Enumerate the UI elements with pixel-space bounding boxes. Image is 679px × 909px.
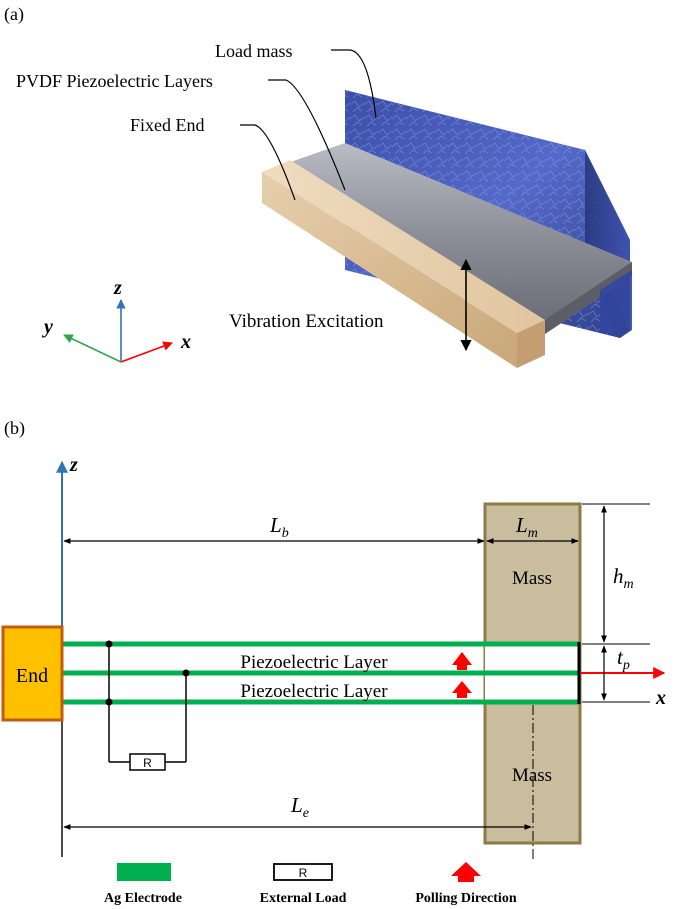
layer-top-label: Piezoelectric Layer — [240, 652, 388, 673]
dim-lb-label: Lb — [269, 513, 289, 541]
mass-bottom-label: Mass — [512, 765, 552, 786]
resistor — [129, 753, 166, 771]
pvdf-beam — [262, 143, 632, 320]
x-axis-label: x — [655, 687, 666, 709]
mass-top-label: Mass — [512, 568, 552, 589]
triad-z-label: z — [113, 277, 122, 299]
callout-line-fixed-end — [240, 124, 296, 201]
end-block — [1, 625, 64, 722]
dim-hm-label: hm — [613, 564, 634, 592]
triad-y-label: y — [42, 316, 53, 338]
panel-b-label: (b) — [4, 418, 25, 439]
legend-load-label: External Load — [260, 891, 347, 906]
legend-polling-swatch — [451, 862, 481, 882]
legend-electrode-label: Ag Electrode — [104, 891, 182, 906]
callout-pvdf-layers: PVDF Piezoelectric Layers — [16, 71, 213, 91]
polling-arrow-bottom — [452, 681, 472, 698]
panel-a-label: (a) — [4, 4, 24, 25]
triad-x-label: x — [180, 331, 191, 353]
axis-triad — [63, 299, 173, 363]
callout-vibration: Vibration Excitation — [229, 311, 384, 332]
fixed-end-block — [262, 160, 545, 333]
legend-load-symbol: R — [299, 866, 308, 880]
callout-line-load-mass — [331, 49, 377, 119]
dim-le-label: Le — [290, 793, 309, 821]
callout-load-mass: Load mass — [215, 41, 292, 61]
legend-load-swatch — [273, 863, 333, 881]
junction-dot — [105, 640, 113, 648]
polling-arrow-top — [452, 652, 472, 670]
legend: Ag Electrode R External Load Polling Dir… — [104, 862, 517, 906]
z-axis-label: z — [69, 454, 78, 476]
callout-line-pvdf — [268, 79, 346, 191]
end-block-label: End — [16, 665, 48, 687]
resistor-label: R — [143, 756, 152, 770]
dim-lm-label: Lm — [515, 513, 538, 541]
layer-bottom-label: Piezoelectric Layer — [240, 681, 388, 702]
callout-fixed-end: Fixed End — [130, 115, 205, 135]
junction-dot — [182, 669, 190, 677]
dim-tp-label: tp — [617, 645, 630, 673]
legend-polling-label: Polling Direction — [415, 891, 516, 906]
harvester-3d-illustration — [262, 90, 632, 368]
junction-dot — [105, 698, 113, 706]
legend-electrode-swatch — [117, 863, 171, 881]
